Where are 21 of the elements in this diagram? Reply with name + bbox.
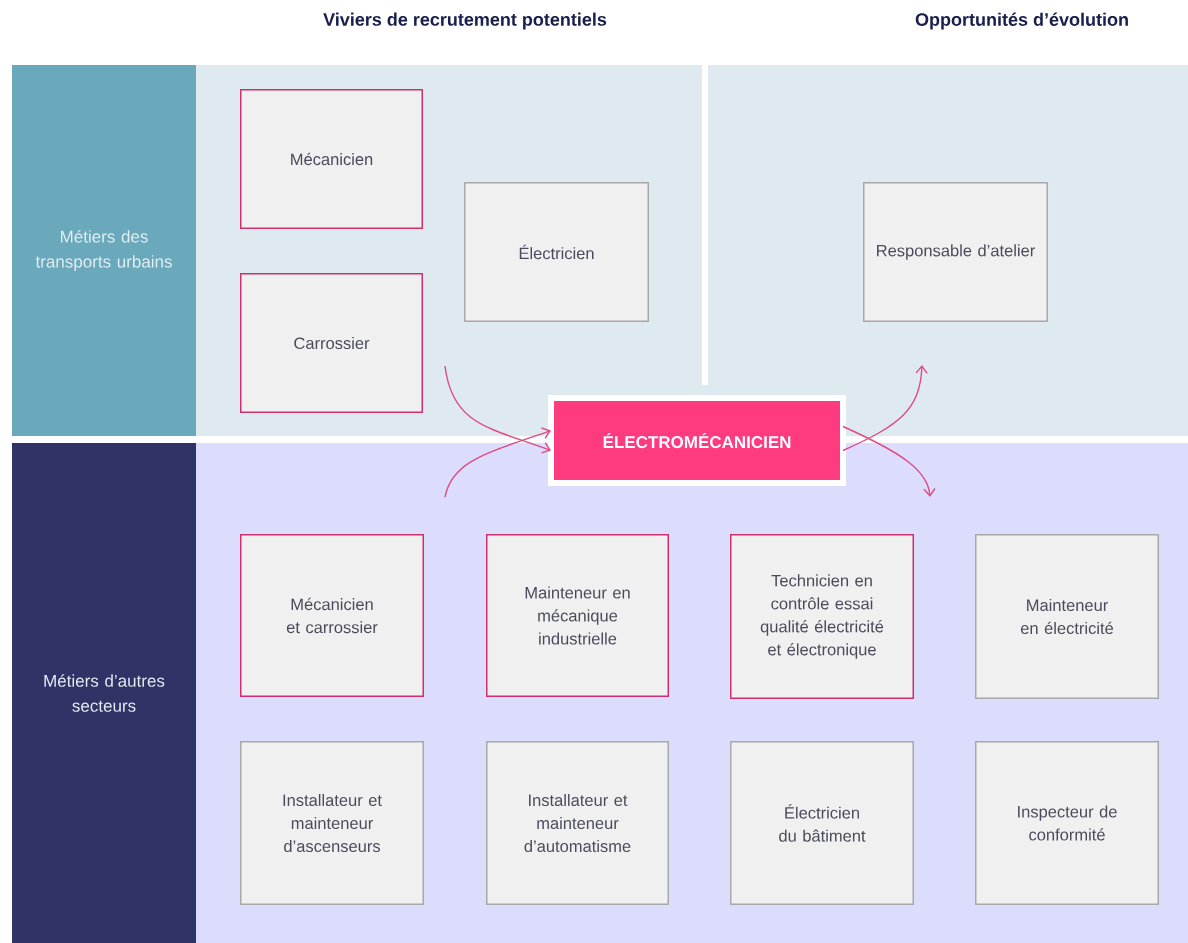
job-box: Installateur et mainteneur d’automatisme (486, 741, 669, 905)
category-band: Métiers des transports urbains (12, 65, 196, 436)
job-box: Mainteneur en électricité (975, 534, 1159, 699)
job-box: Installateur et mainteneur d’ascenseurs (240, 741, 424, 905)
job-box: Mécanicien (240, 89, 423, 229)
job-box: Électricien (464, 182, 649, 322)
curved-arrow (842, 425, 936, 497)
curved-arrow (444, 365, 551, 454)
job-box: Électricien du bâtiment (730, 741, 914, 905)
job-box: Technicien en contrôle essai qualité électricité et électronique (730, 534, 914, 699)
job-box: Responsable d’atelier (863, 182, 1048, 322)
job-box: Inspecteur de conformité (975, 741, 1159, 905)
curved-arrow (444, 427, 551, 498)
job-box: Mécanicien et carrossier (240, 534, 424, 697)
job-box: Mainteneur en mécanique industrielle (486, 534, 669, 697)
job-box: Carrossier (240, 273, 423, 413)
central-job-box: ÉLECTROMÉCANICIEN (548, 395, 846, 486)
curved-arrow (842, 365, 928, 452)
column-heading: Viviers de recrutement potentiels (323, 12, 607, 30)
column-heading: Opportunités d’évolution (915, 12, 1128, 30)
category-band: Métiers d’autres secteurs (12, 443, 196, 943)
